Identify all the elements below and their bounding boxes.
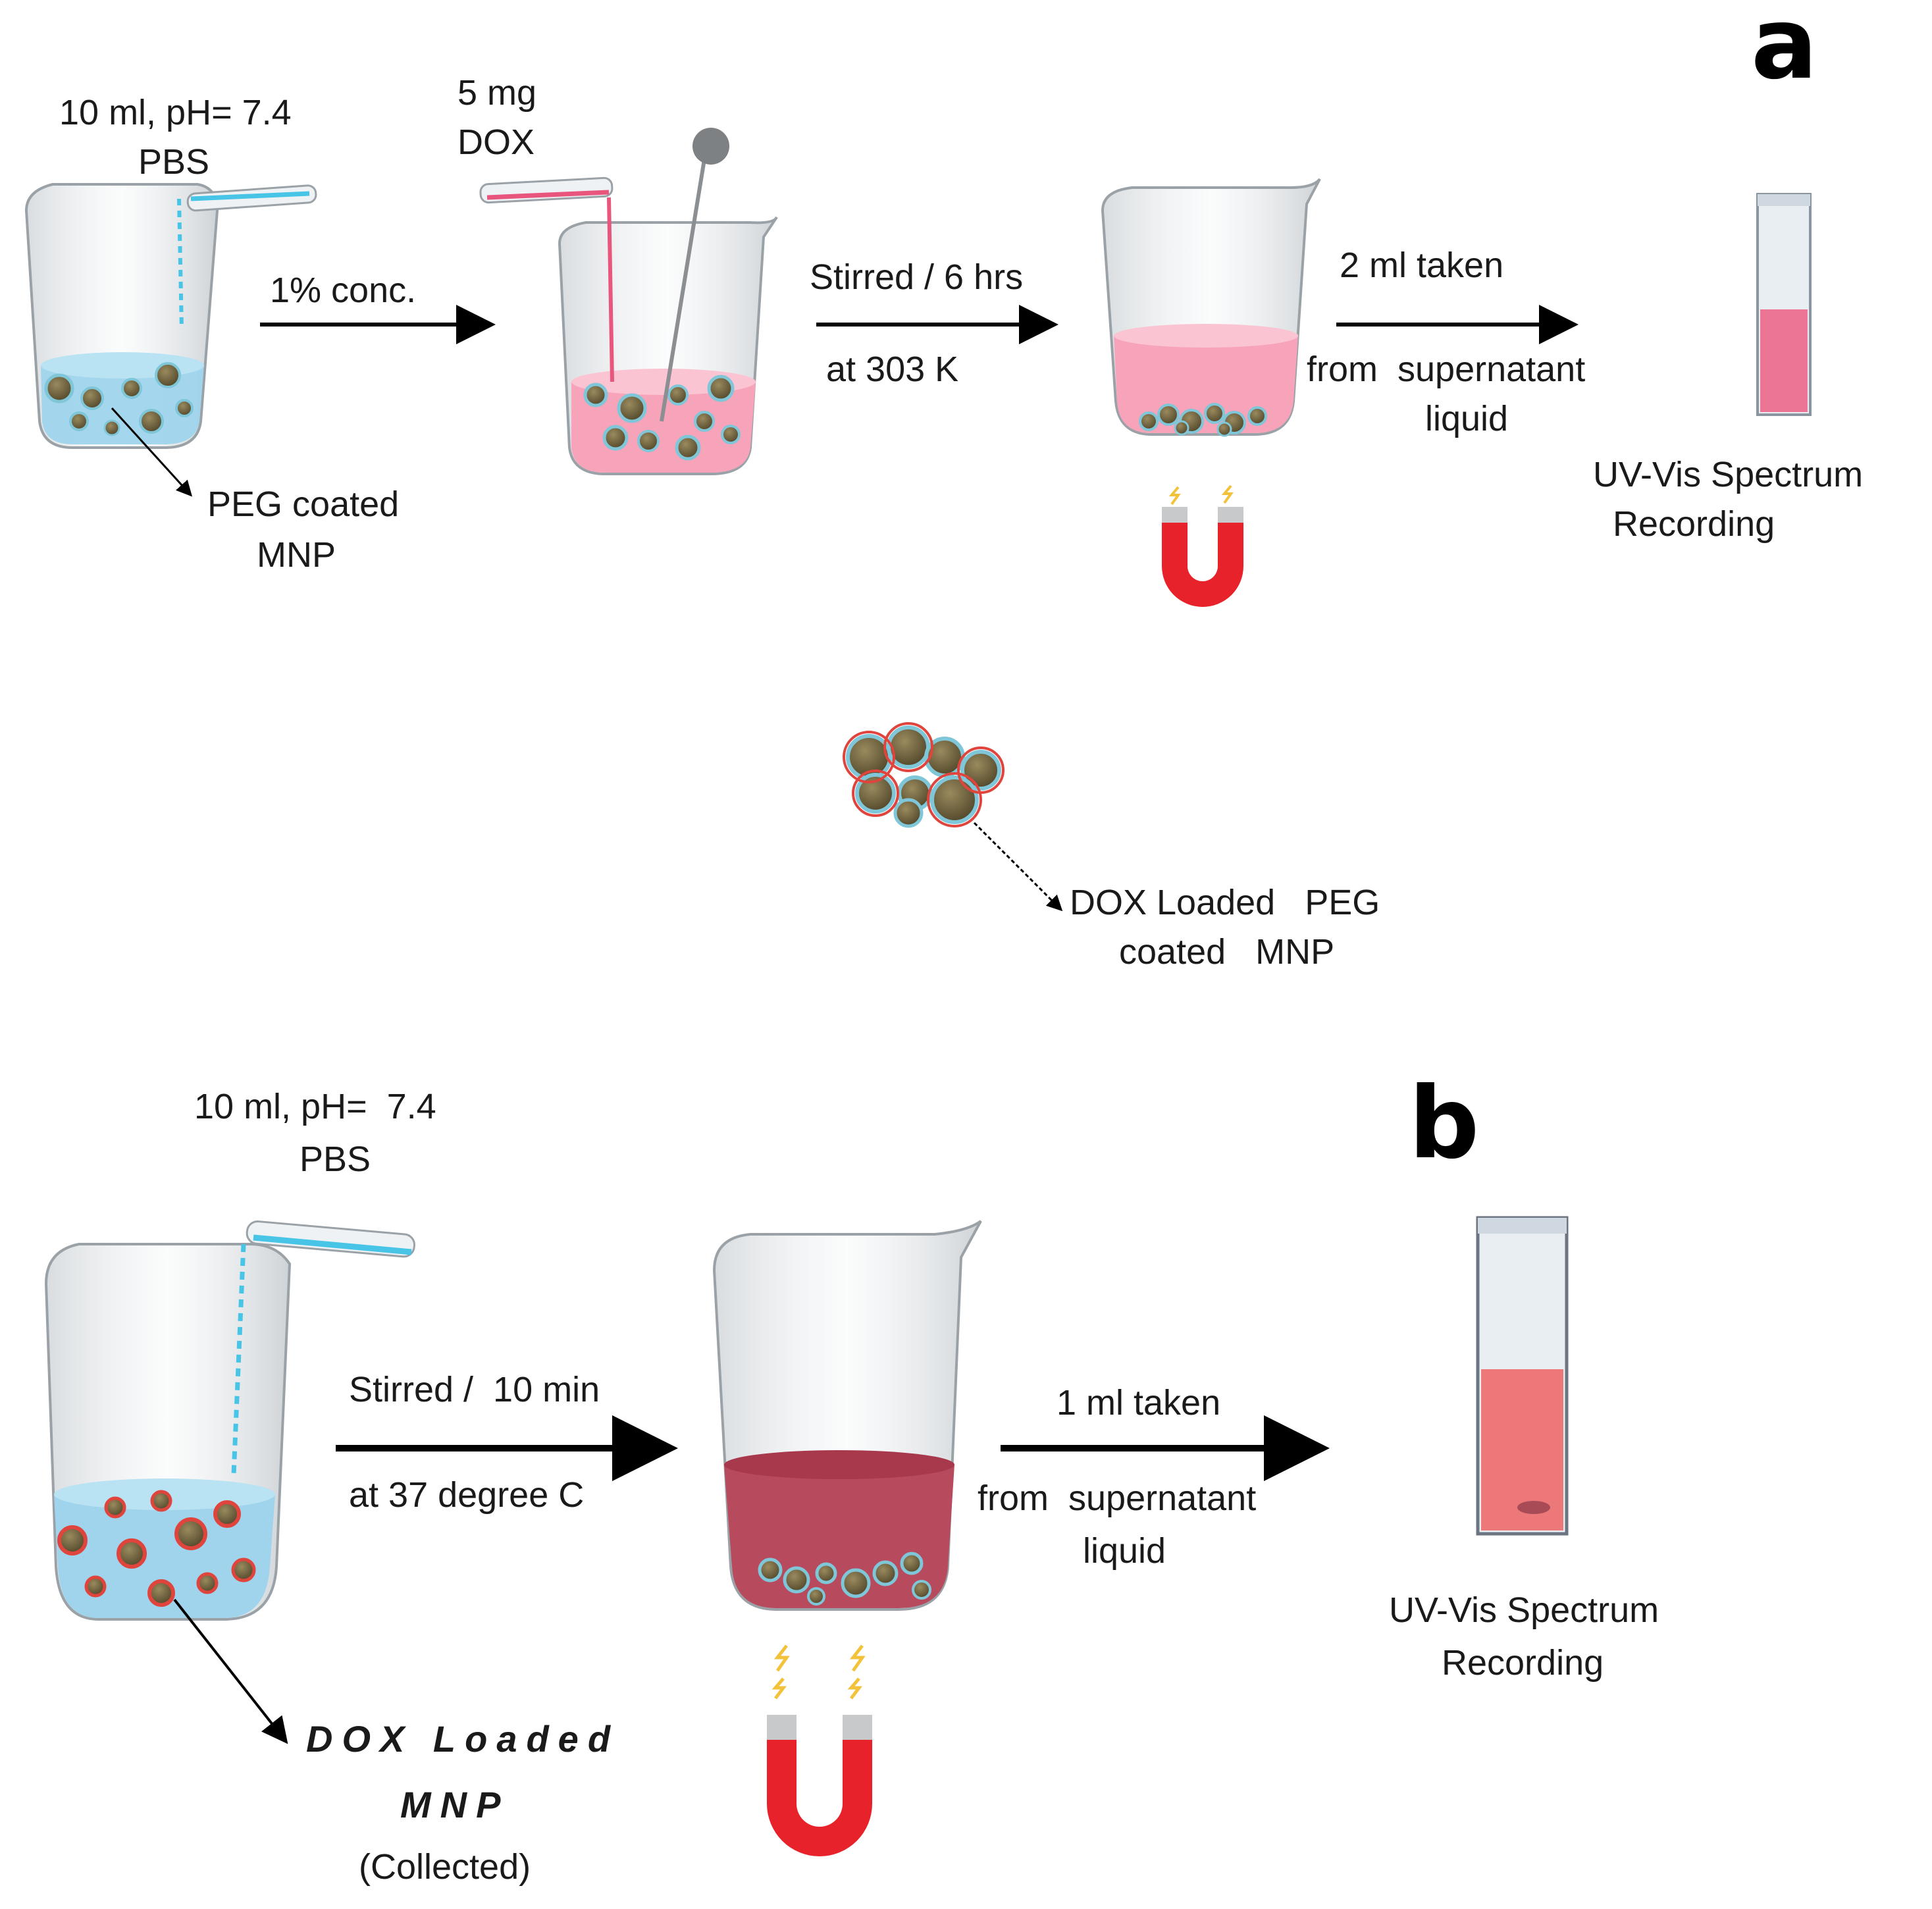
dox-peg-mnp-cluster [843,722,1063,912]
stir-rod-a2 [660,128,729,422]
beaker-b1 [44,1220,415,1744]
a-arrow3-label-top: 2 ml taken [1340,246,1504,285]
a-uv-label-2: Recording [1613,504,1775,544]
a-arrow1-label: 1% conc. [270,271,417,310]
a-step1-label-1: 10 ml, pH= 7.4 [59,93,292,132]
mnp-sediment-a3 [1139,403,1267,437]
a-arrow2-label-bottom: at 303 K [826,350,959,389]
dox-loaded-peg-label-2: coated MNP [1119,932,1335,972]
b-arrow2-label-top: 1 ml taken [1057,1383,1221,1423]
dox-loaded-peg-label-1: DOX Loaded PEG [1070,883,1380,922]
b-arrow1-label-top: Stirred / 10 min [349,1370,600,1409]
magnet-b [767,1644,872,1856]
cuvette-b [1476,1216,1569,1536]
panel-a-letter: a [1751,0,1818,101]
beaker-a1 [24,183,317,497]
dox-mnp-particles-b1 [57,1490,256,1607]
a-peg-label-2: MNP [257,535,336,575]
b-arrow2-label-bottom1: from supernatant [978,1478,1257,1518]
pipette-blue-a1 [177,184,317,330]
beaker-a3 [1101,178,1321,437]
a-step1-label-2: PBS [138,142,210,182]
a-arrow2-label-top: Stirred / 6 hrs [810,257,1024,297]
b-step1-label-1: 10 ml, pH= 7.4 [194,1087,436,1126]
pipette-pink-a2 [479,176,614,382]
a-arrow3-label-bottom2: liquid [1425,399,1509,438]
a-peg-label-1: PEG coated [207,484,400,524]
b-uv-label-1: UV-Vis Spectrum [1389,1590,1659,1630]
b-dox-mnp-label-3: (Collected) [359,1847,531,1887]
a-step2-label-2: DOX [457,122,535,162]
a-uv-label-1: UV-Vis Spectrum [1593,455,1864,494]
a-arrow3-label-bottom1: from supernatant [1307,350,1586,389]
magnet-a [1162,484,1243,607]
cuvette-a [1756,193,1812,416]
b-arrow1-label-bottom: at 37 degree C [349,1475,585,1515]
b-dox-mnp-label-2: MNP [400,1784,510,1825]
mnp-particles-a2 [583,375,741,461]
beaker-b2 [712,1220,982,1611]
mnp-sediment-b2 [758,1552,931,1606]
a-step2-label-1: 5 mg [457,73,537,113]
b-step1-label-2: PBS [300,1139,371,1179]
panel-b-letter: b [1409,1066,1480,1181]
mnp-particles-a1 [44,362,194,436]
beaker-a2 [479,128,778,475]
b-arrow2-label-bottom2: liquid [1083,1531,1166,1571]
b-dox-mnp-label-1: DOX Loaded [306,1718,620,1760]
b-uv-label-2: Recording [1442,1643,1604,1683]
pipette-blue-b1 [231,1220,415,1475]
